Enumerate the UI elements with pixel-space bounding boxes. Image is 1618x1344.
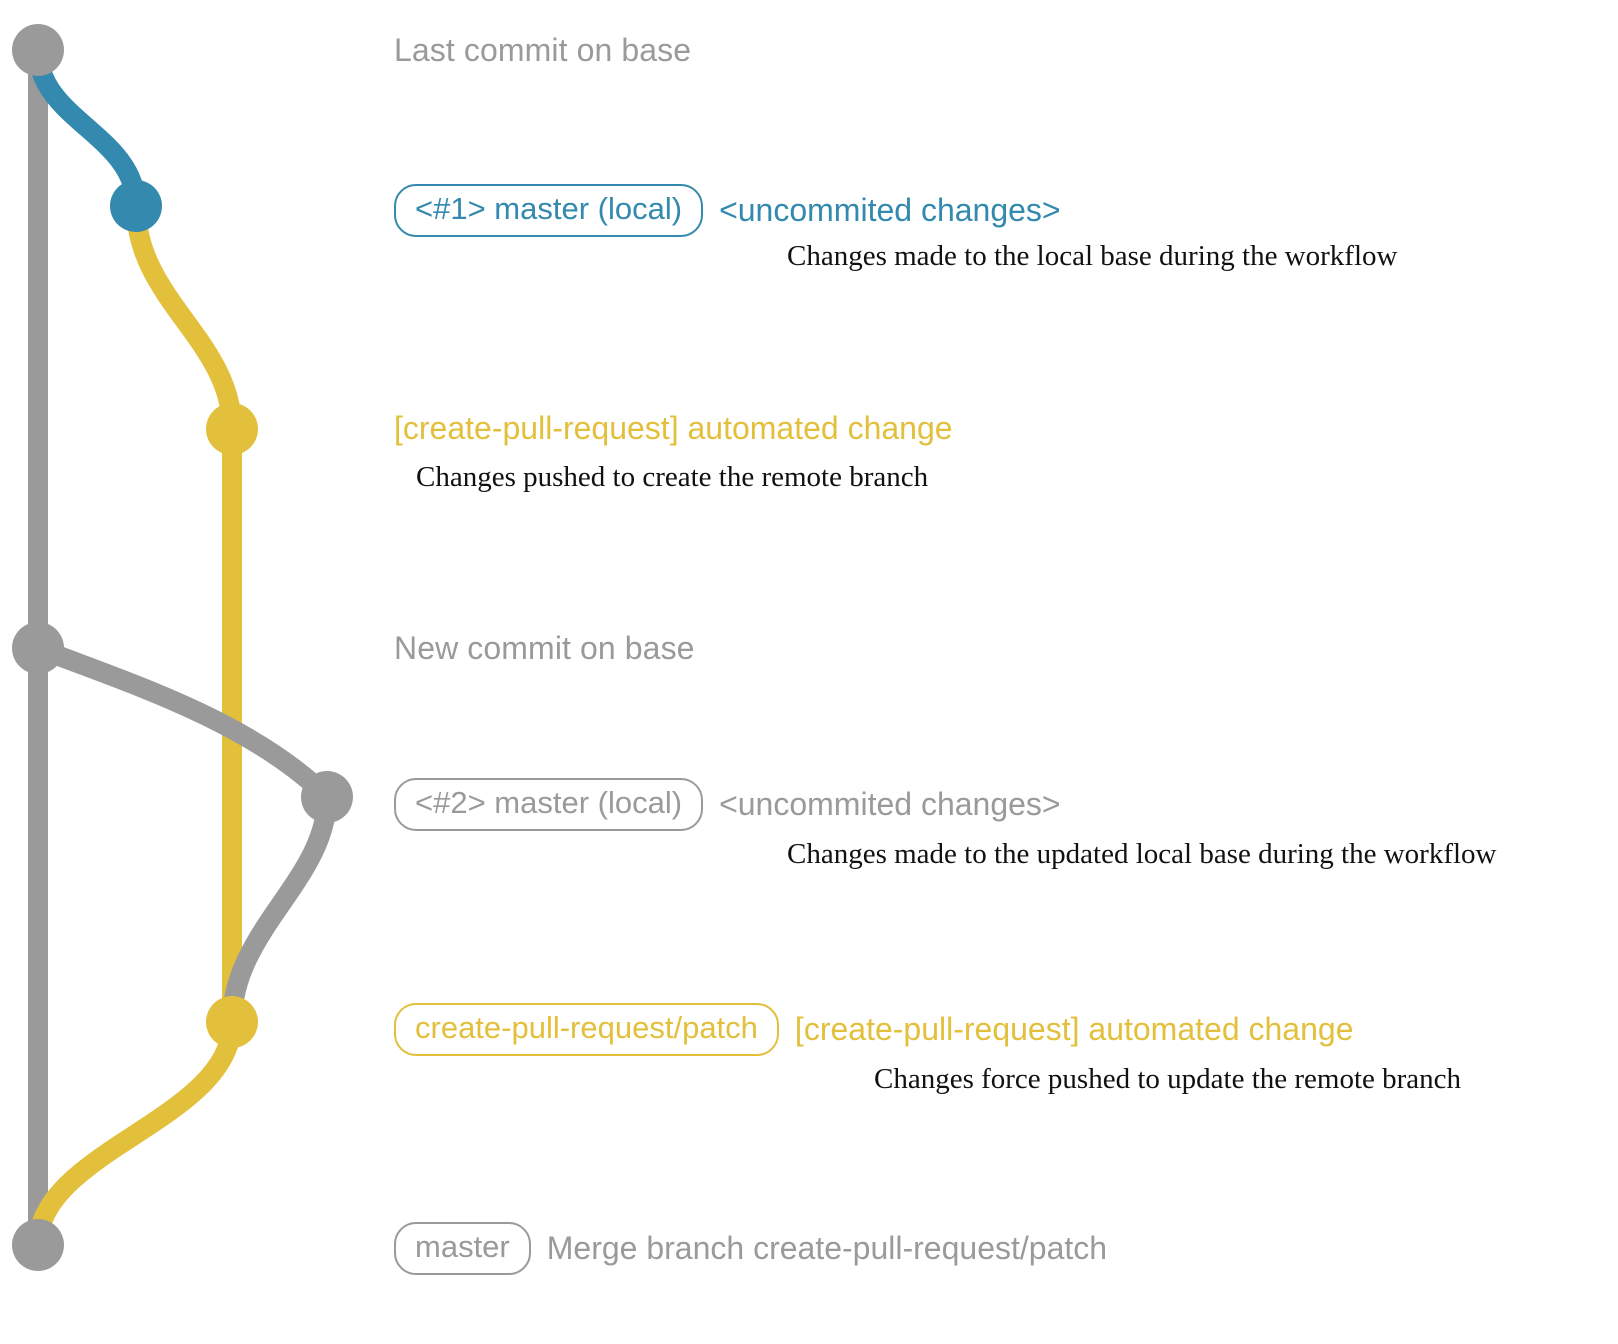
row-master-local-1: <#1> master (local) <uncommited changes> xyxy=(394,184,1061,237)
ref-line-master-local-1: <#1> master (local) <uncommited changes> xyxy=(394,184,1061,237)
description-patch-commit: Changes force pushed to update the remot… xyxy=(874,1063,1462,1095)
description-master-local-2: Changes made to the updated local base d… xyxy=(787,838,1497,870)
node-merge-commit xyxy=(12,1219,64,1271)
row-last-commit-on-base: Last commit on base xyxy=(394,32,691,69)
badge-master-local-1[interactable]: <#1> master (local) xyxy=(394,184,704,237)
row-patch-commit: create-pull-request/patch [create-pull-r… xyxy=(394,1003,1353,1056)
commit-nodes xyxy=(12,24,353,1271)
row-merge-commit: master Merge branch create-pull-request/… xyxy=(394,1222,1107,1275)
row-master-local-2: <#2> master (local) <uncommited changes> xyxy=(394,778,1061,831)
subject-automated-change-1: [create-pull-request] automated change xyxy=(394,410,953,446)
badge-master[interactable]: master xyxy=(394,1222,531,1275)
row-new-commit-on-base: New commit on base xyxy=(394,630,695,667)
edge-local1-to-patch1 xyxy=(126,196,242,439)
node-automated-change-1 xyxy=(206,403,258,455)
edge-base2-to-local2 xyxy=(28,638,337,807)
label-new-commit-on-base: New commit on base xyxy=(394,630,695,666)
subject-master-local-1: <uncommited changes> xyxy=(719,191,1061,228)
git-graph xyxy=(12,24,353,1271)
node-last-commit-on-base xyxy=(12,24,64,76)
badge-create-pull-request-patch[interactable]: create-pull-request/patch xyxy=(394,1003,779,1056)
edge-patch2-to-merge xyxy=(28,1012,242,1255)
edge-local2-to-patch2 xyxy=(222,787,337,1032)
node-patch-commit xyxy=(206,996,258,1048)
ref-line-patch-commit: create-pull-request/patch [create-pull-r… xyxy=(394,1003,1353,1056)
subject-merge-commit: Merge branch create-pull-request/patch xyxy=(546,1229,1108,1266)
label-last-commit-on-base: Last commit on base xyxy=(394,32,692,68)
subject-patch-commit: [create-pull-request] automated change xyxy=(794,1010,1354,1047)
node-master-local-1 xyxy=(110,180,162,232)
ref-line-merge-commit: master Merge branch create-pull-request/… xyxy=(394,1222,1107,1275)
row-automated-change-1: [create-pull-request] automated change xyxy=(394,410,953,447)
badge-master-local-2[interactable]: <#2> master (local) xyxy=(394,778,704,831)
node-new-commit-on-base xyxy=(12,622,64,674)
description-automated-change-1: Changes pushed to create the remote bran… xyxy=(416,461,929,493)
node-master-local-2 xyxy=(301,771,353,823)
ref-line-master-local-2: <#2> master (local) <uncommited changes> xyxy=(394,778,1061,831)
subject-master-local-2: <uncommited changes> xyxy=(719,785,1061,822)
description-master-local-1: Changes made to the local base during th… xyxy=(787,240,1398,272)
